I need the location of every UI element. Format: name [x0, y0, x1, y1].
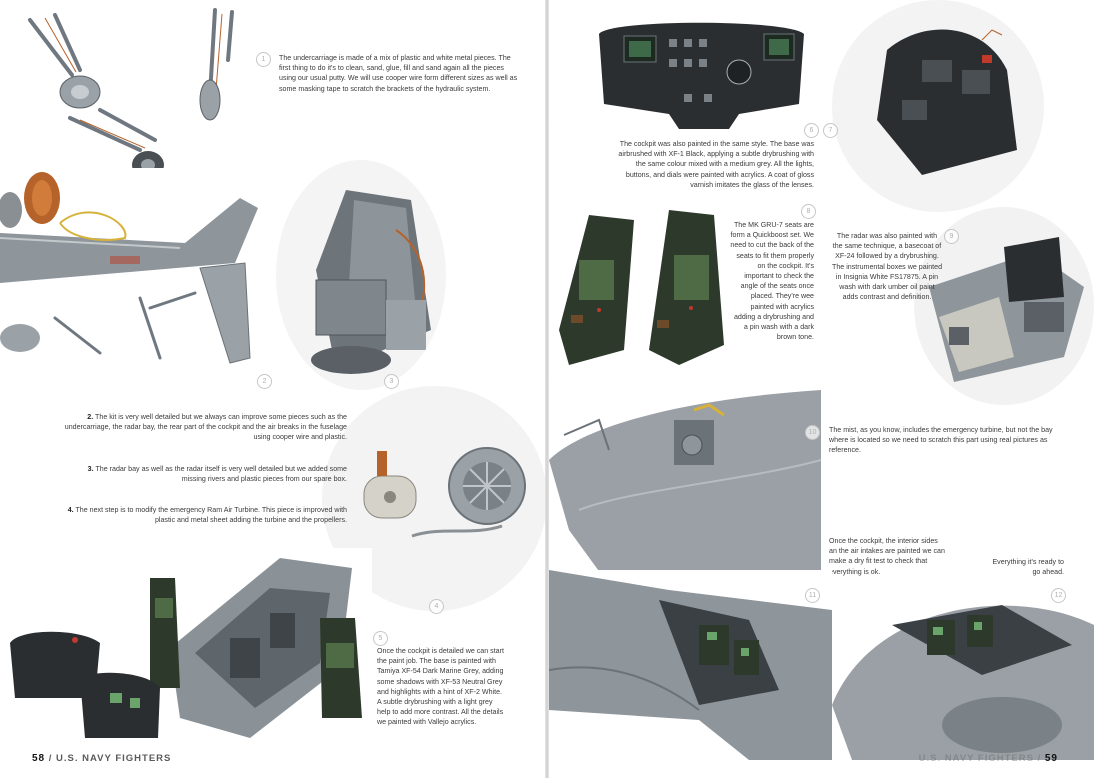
step-3-text: 3. The radar bay as well as the radar it… — [62, 464, 347, 484]
page-number-right: 59 — [1044, 753, 1058, 764]
spread-gutter — [545, 0, 549, 778]
step-number-3: 3 — [384, 374, 399, 389]
photo-radar-bay — [276, 160, 446, 390]
step-11-text: Once the cockpit, the interior sides an … — [829, 537, 945, 576]
step-3-label: 3. — [87, 465, 94, 473]
step-2-text: 2. The kit is very well detailed but we … — [62, 412, 347, 443]
step-number-4: 4 — [429, 599, 444, 614]
footer-right: U.S. NAVY FIGHTERS / 59 — [919, 753, 1058, 764]
photo-radar-painted — [832, 0, 1044, 212]
step-10-text: The mist, as you know, includes the emer… — [829, 426, 1053, 455]
step-number-11: 11 — [805, 588, 820, 603]
step-2-body: The kit is very well detailed but we alw… — [64, 413, 347, 442]
step-4-label: 4. — [67, 506, 74, 514]
photo-ejection-seats — [549, 200, 734, 368]
book-title-left: U.S. NAVY FIGHTERS — [56, 753, 172, 764]
step-1-text: The undercarriage is made of a mix of pl… — [279, 54, 518, 93]
step-number-9: 9 — [944, 229, 959, 244]
book-title-right: U.S. NAVY FIGHTERS — [918, 753, 1034, 764]
step-4-text: 4. The next step is to modify the emerge… — [62, 505, 347, 525]
footer-separator: / — [48, 753, 53, 764]
photo-cockpit-painted — [0, 548, 372, 758]
step-number-1: 1 — [256, 52, 271, 67]
photo-dry-fit-right — [832, 585, 1094, 760]
step-number-7: 7 — [823, 123, 838, 138]
step-9-text: The radar was also painted with the same… — [832, 232, 943, 302]
step-number-2: 2 — [257, 374, 272, 389]
step-2-label: 2. — [87, 413, 94, 421]
photo-undercarriage — [0, 0, 260, 185]
photo-instrument-panel — [589, 14, 819, 132]
step-8-text: The MK GRU-7 seats are form a Quickboost… — [730, 221, 814, 342]
left-page: 1 The undercarriage is made of a mix of … — [0, 0, 545, 778]
step-4-body: The next step is to modify the emergency… — [75, 506, 347, 525]
photo-dry-fit-left — [549, 570, 832, 760]
step-number-6: 6 — [804, 123, 819, 138]
step-number-8: 8 — [801, 204, 816, 219]
photo-turbine-bay — [549, 390, 821, 585]
step-3-body: The radar bay as well as the radar itsel… — [95, 465, 347, 484]
step-5-text: Once the cockpit is detailed we can star… — [377, 647, 504, 727]
step-6-text: The cockpit was also painted in the same… — [618, 140, 814, 189]
footer-separator-right: / — [1037, 753, 1042, 764]
step-12-text: Everything it's ready to go ahead. — [992, 558, 1064, 577]
photo-airbrakes-fuselage — [0, 168, 272, 383]
footer-left: 58 / U.S. NAVY FIGHTERS — [32, 753, 171, 764]
step-number-10: 10 — [805, 425, 820, 440]
page-number-left: 58 — [32, 753, 46, 764]
right-page: 6 7 The cockpit was also painted in the … — [549, 0, 1094, 778]
photo-ram-air-turbine — [322, 386, 545, 611]
step-number-12: 12 — [1051, 588, 1066, 603]
step-number-5: 5 — [373, 631, 388, 646]
